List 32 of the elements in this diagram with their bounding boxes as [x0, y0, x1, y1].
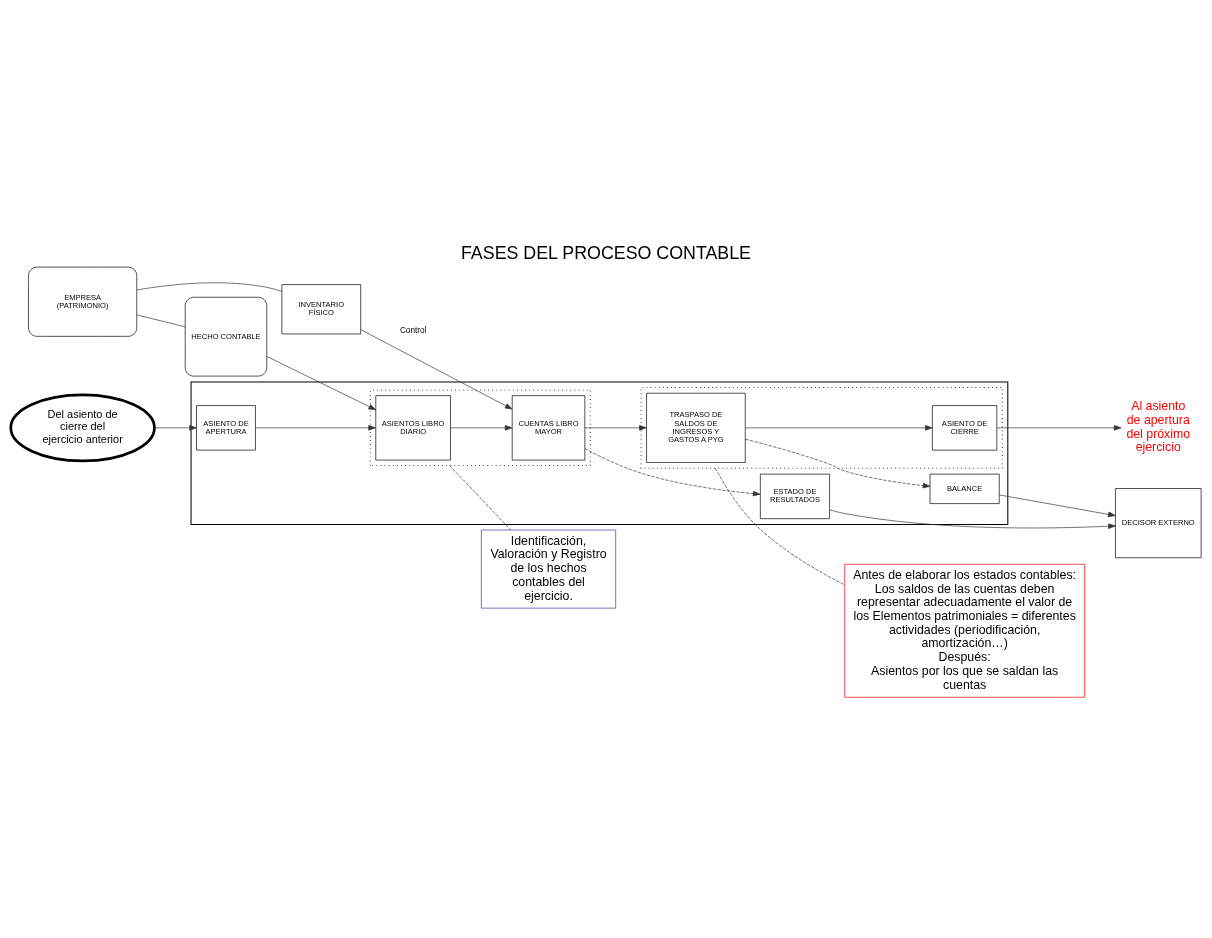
connector: [136, 314, 186, 327]
arrow: [744, 424, 933, 431]
node-box: HECHO CONTABLE: [184, 296, 268, 376]
arrow: [584, 424, 647, 431]
connector: [715, 467, 845, 585]
arrow: [996, 424, 1122, 431]
node-box: ASIENTOS LIBRO DIARIO: [375, 394, 451, 460]
arrow: [829, 509, 1116, 529]
node-box: EMPRESA (PATRIMONIO): [28, 266, 138, 337]
node-box: BALANCE: [929, 473, 1000, 504]
node-box: CUENTAS LIBRO MAYOR: [511, 394, 586, 460]
node-box: ESTADO DE RESULTADOS: [760, 473, 830, 519]
node-text: Al asiento de apertura del próximo ejercicio: [1126, 398, 1191, 454]
node-ellipse: Del asiento de cierre del ejercicio anterior: [9, 392, 156, 462]
arrow: [360, 328, 513, 409]
node-box: DECISOR EXTERNO: [1115, 487, 1202, 558]
node-box: TRASPASO DE SALDOS DE INGRESOS Y GASTOS A PYG: [646, 392, 746, 463]
node-box: ASIENTO DE APERTURA: [196, 404, 256, 450]
arrow: [584, 447, 761, 496]
arrow: [154, 424, 197, 431]
diagram-title: FASES DEL PROCESO CONTABLE: [460, 242, 752, 263]
node-box: Identificación, Valoración y Registro de los hechos contables del ejercicio.: [481, 529, 617, 608]
arrow: [255, 424, 376, 431]
node-box: Antes de elaborar los estados contables: Los saldos de las cuentas deben representar adecuadamente el valor de los Elementos patrimoniales = diferentes actividades (periodificación, amortización…) Después: Asientos por los que se saldan las cuentas: [844, 563, 1085, 698]
arrow: [998, 494, 1116, 517]
arrow: [450, 424, 513, 431]
arrow: [266, 355, 377, 410]
connector: [449, 464, 512, 530]
connector: [136, 281, 283, 292]
node-box: INVENTARIO FÍSICO: [281, 283, 362, 334]
node-box: ASIENTO DE CIERRE: [932, 404, 998, 450]
arrow: [745, 438, 931, 488]
